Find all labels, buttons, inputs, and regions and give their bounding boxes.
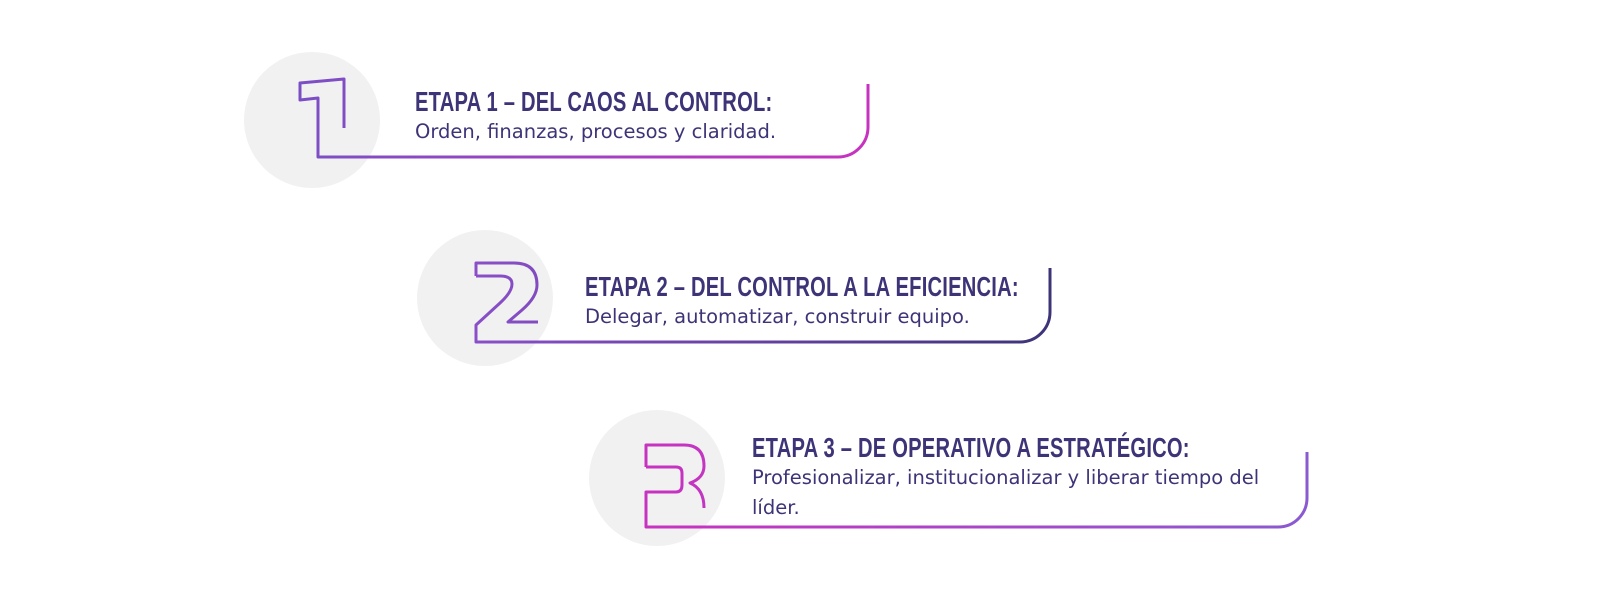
- stage-3-connector: [644, 452, 1309, 529]
- stage-3-digit-icon: [644, 443, 706, 509]
- stage-1-circle: [244, 52, 380, 188]
- stage-1-subtitle: Orden, finanzas, procesos y claridad.: [415, 120, 777, 143]
- stage-2-subtitle: Delegar, automatizar, construir equipo.: [585, 305, 970, 328]
- stage-3-title: ETAPA 3 – DE OPERATIVO A ESTRATÉGICO:: [752, 432, 1190, 463]
- stage-2-digit-icon: [474, 261, 539, 324]
- stage-1-title: ETAPA 1 – DEL CAOS AL CONTROL:: [415, 86, 773, 117]
- stage-3-subtitle: Profesionalizar, institucionalizar y lib…: [752, 466, 1260, 519]
- stage-2-connector: [474, 268, 1052, 344]
- stage-3-circle: [589, 410, 725, 546]
- stage-1-digit-icon: [298, 77, 870, 159]
- stage-2-title: ETAPA 2 – DEL CONTROL A LA EFICIENCIA:: [585, 271, 1019, 302]
